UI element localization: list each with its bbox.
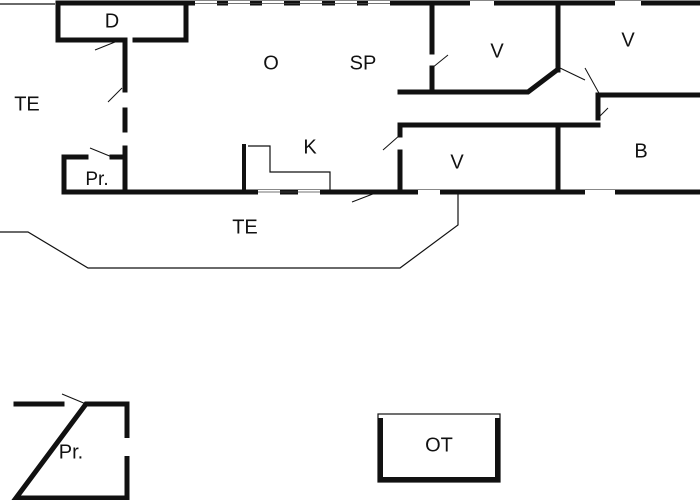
- room-label-d: D: [105, 10, 119, 32]
- room-label-v3: V: [450, 151, 464, 173]
- ot-building: [377, 413, 501, 483]
- annex-pr-building: [11, 393, 130, 500]
- terrace-left-outline: [0, 3, 459, 269]
- room-label-v2: V: [621, 29, 635, 51]
- kitchen-counter: [248, 145, 331, 190]
- wall-room-d: [55, 0, 189, 43]
- windows: [195, 1, 641, 195]
- room-label-te-left: TE: [14, 93, 40, 115]
- room-label-te-bottom: TE: [232, 216, 258, 238]
- room-label-o: O: [263, 52, 279, 74]
- room-label-b: B: [634, 140, 647, 162]
- room-label-pr-annex: Pr.: [59, 441, 83, 463]
- room-label-v1: V: [490, 40, 504, 62]
- room-label-pr-closet: Pr.: [85, 169, 108, 190]
- wall-partition-corridor-top: [397, 66, 561, 95]
- door-swings: [89, 39, 609, 203]
- wall-pr-closet: [61, 154, 128, 195]
- room-label-ot: OT: [425, 434, 453, 456]
- room-label-k: K: [303, 136, 317, 158]
- room-label-sp: SP: [350, 52, 377, 74]
